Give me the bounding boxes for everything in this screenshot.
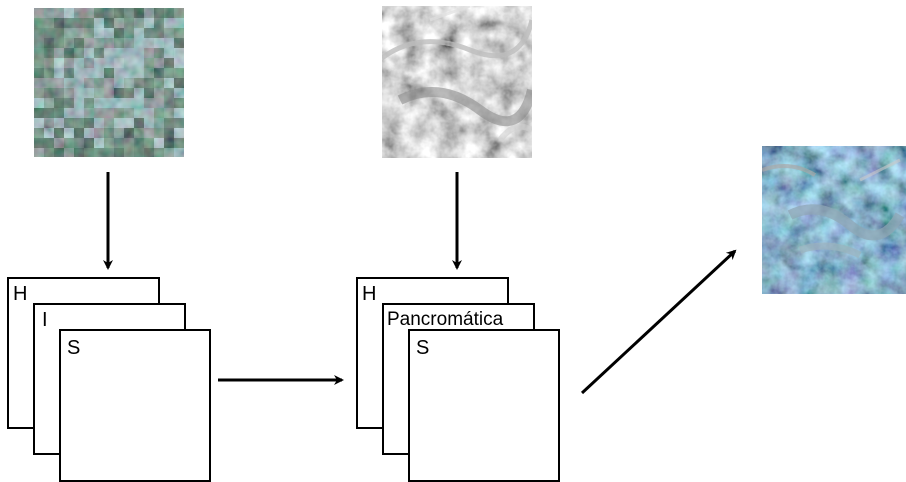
multispectral-image <box>34 8 184 157</box>
layer-s-label: S <box>416 337 429 359</box>
fused-image <box>762 146 906 294</box>
layer-s-label: S <box>67 337 80 359</box>
layer-panchromatic-label: Pancromática <box>387 309 504 330</box>
arrow-stack-to-fused <box>580 249 737 395</box>
layer-h-label: H <box>362 283 376 305</box>
layer-s: S <box>408 329 560 482</box>
layer-i-label: I <box>42 309 48 331</box>
ihs-stack-middle: H Pancromática S <box>356 277 560 482</box>
panchromatic-image <box>382 6 532 158</box>
ihs-stack-left: H I S <box>7 277 211 482</box>
layer-s: S <box>59 329 211 482</box>
layer-h-label: H <box>13 283 27 305</box>
